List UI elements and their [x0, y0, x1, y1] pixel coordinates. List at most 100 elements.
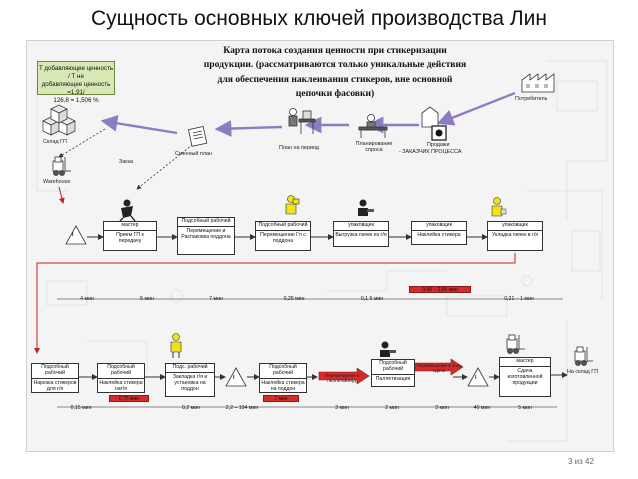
sales-icon: [431, 125, 447, 141]
forklift-icon: [52, 156, 71, 176]
timeline1-segment-4: 0,25 мин: [283, 296, 305, 302]
inventory-triangle-row1: [65, 225, 87, 245]
map-heading: Карта потока создания ценности при стике…: [163, 44, 507, 102]
warehouse-boxes-icon: [42, 104, 76, 136]
value-stream-map: Карта потока создания ценности при стике…: [26, 40, 614, 452]
heading-line-2: продукции. (рассматриваются только уника…: [203, 59, 467, 71]
process-body: Нарезка стикеров для г/я: [33, 379, 77, 392]
process-body: Наклейка стикера на поддон: [261, 379, 305, 392]
process-body: Закладка г/я и установка на поддон: [172, 373, 208, 392]
demand-planner-icon: [358, 114, 388, 138]
order-label: Заказ: [119, 159, 134, 165]
process-body: Сдача изготовленной продукции: [507, 367, 543, 386]
demand-planning-label: Планирование спроса: [355, 141, 393, 154]
timeline2-red-bar-2: 7 мин: [263, 395, 299, 402]
note-line-1: Т добавляющее ценность / Т не: [38, 65, 114, 81]
process-body: Перемещение и Распаковка поддона: [181, 227, 231, 240]
forklift-label: Warehouse: [43, 179, 71, 185]
process-box-row1-4: упаковщик Выгрузка пачек из г/я: [333, 221, 389, 247]
timeline2-segment-4: 3 мин: [335, 405, 349, 411]
timeline2-segment-2: 0,2 мин: [182, 405, 200, 411]
process-header: упаковщик: [334, 222, 388, 231]
consumer-label: Потребитель: [515, 96, 548, 102]
worker-icon-row1-4: [358, 199, 374, 216]
process-box-row2-5: Подсобный рабочий Паллетизация: [371, 359, 415, 387]
background-circuit-pattern: [36, 60, 608, 442]
process-box-row2-6: мастер Сдача изготовленной продукции: [499, 357, 551, 397]
period-plan-label: План на период: [279, 145, 319, 151]
transfer-to-palletizer-label: Перемещение к паллетайзеру: [325, 373, 359, 384]
process-box-row1-1: мастер Прием ГП к передачу: [103, 221, 157, 251]
shift-plan-label: Сменный план: [175, 151, 212, 157]
heading-line-4: цепочки фасовки): [295, 88, 375, 100]
consumer-factory-icon: [521, 73, 555, 93]
timeline1-segment-1: 4 мин: [80, 296, 94, 302]
process-box-row2-3: Подс. рабочий Закладка г/я и установка н…: [165, 363, 215, 397]
page-number: 3 из 42: [568, 457, 594, 466]
timeline1-segment-5: 0,1 5 мин: [360, 296, 384, 302]
inventory-mark-row2-2: I: [475, 375, 477, 381]
process-header: мастер: [104, 222, 156, 231]
process-body: Паллетизация: [375, 375, 411, 382]
process-header: Подсобный рабочий: [260, 364, 306, 379]
process-box-row1-3: Подсобный рабочий Перемещение Гп с поддо…: [255, 221, 311, 251]
transfer-to-delivery-label: Перемещение в зону сдачи: [416, 363, 462, 374]
timeline2-segment-8: 5 мин: [518, 405, 532, 411]
process-box-row2-4: Подсобный рабочий Наклейка стикера на по…: [259, 363, 307, 393]
process-header: Подс. рабочий: [166, 364, 214, 373]
timeline2-segment-1: 0,15 мин: [70, 405, 92, 411]
note-line-2: добавляющее ценность =1,91/: [41, 81, 111, 97]
inventory-triangle-row2-2: [467, 367, 489, 387]
process-header: Подсобный рабочий: [178, 218, 234, 227]
value-added-ratio-note: Т добавляющее ценность / Т не добавляюще…: [37, 61, 115, 104]
timeline1-segment-3: 7 мин: [209, 296, 223, 302]
inventory-triangle-row2-1: [225, 367, 247, 387]
timeline1-segment-2: 5 мин: [140, 296, 154, 302]
worker-icon-row2-3: [170, 333, 182, 358]
process-body: Прием ГП к передачу: [116, 231, 144, 244]
worker-icon-row1-3: [285, 195, 300, 215]
process-body: Наклейка стикера: [417, 231, 461, 238]
worker-icon-row2-5: [380, 341, 396, 357]
sales-label: Продажи: [427, 142, 450, 148]
process-box-row1-2: Подсобный рабочий Перемещение и Распаков…: [177, 217, 235, 255]
forklift-icon-row2: [506, 334, 525, 354]
process-header: упаковщик: [488, 222, 542, 231]
timeline2-segment-3: 2,2 – 194 мин: [225, 405, 259, 411]
worker-icon-row1-1: [119, 199, 136, 221]
heading-line-3: для обеспечения наклеивания стикеров, вн…: [217, 73, 453, 85]
process-box-row2-1: Подсобный рабочий Нарезка стикеров для г…: [31, 363, 79, 393]
timeline2-segment-5: 2 мин: [385, 405, 399, 411]
timeline2-segment-7: 40 мин: [473, 405, 491, 411]
shift-plan-clipboard-icon: [188, 126, 208, 147]
process-body: Наклейка стикера нат/я: [99, 379, 143, 392]
process-box-row2-2: Подсобный рабочий Наклейка стикера нат/я: [97, 363, 145, 393]
timeline1-red-bar: 0,66 – 2,66 мин: [409, 286, 471, 293]
inventory-mark-row2-1: I: [233, 375, 235, 381]
process-header: упаковщик: [412, 222, 466, 231]
note-line-3: 126,8 = 1,506 %: [53, 97, 99, 105]
slide-title: Сущность основных ключей производства Ли…: [90, 7, 548, 30]
flow-arrows: [34, 91, 568, 408]
finished-goods-label: На склад ГП: [567, 369, 599, 375]
timeline2-segment-6: 3 мин: [435, 405, 449, 411]
warehouse-label: Склад ГП: [43, 139, 67, 145]
timeline2-red-bar-1: 0,76 мин: [109, 395, 149, 402]
process-header: Подсобный рабочий: [372, 360, 414, 375]
worker-icon-row1-6: [491, 197, 507, 217]
process-header: Подсобный рабочий: [256, 222, 310, 231]
inventory-mark-row1: I: [72, 232, 74, 238]
process-box-row1-6: упаковщик Укладка пачек в г/я: [487, 221, 543, 251]
forklift-icon-finished-goods: [574, 346, 593, 366]
process-header: Подсобный рабочий: [98, 364, 144, 379]
process-body: Перемещение Гп с поддона: [260, 231, 306, 244]
timeline1-segment-6: 0,21 – 1 мин: [504, 296, 534, 302]
process-box-row1-5: упаковщик Наклейка стикера: [411, 221, 467, 245]
heading-line-1: Карта потока создания ценности при стике…: [223, 45, 447, 56]
process-header: мастер: [500, 358, 550, 367]
process-body: Выгрузка пачек из г/я: [335, 231, 387, 238]
planner-worker-icon: [288, 108, 316, 134]
process-body: Укладка пачек в г/я: [491, 231, 539, 238]
customer-process-label: - ЗАКАЗЧИК ПРОЦЕССА: [399, 149, 462, 155]
